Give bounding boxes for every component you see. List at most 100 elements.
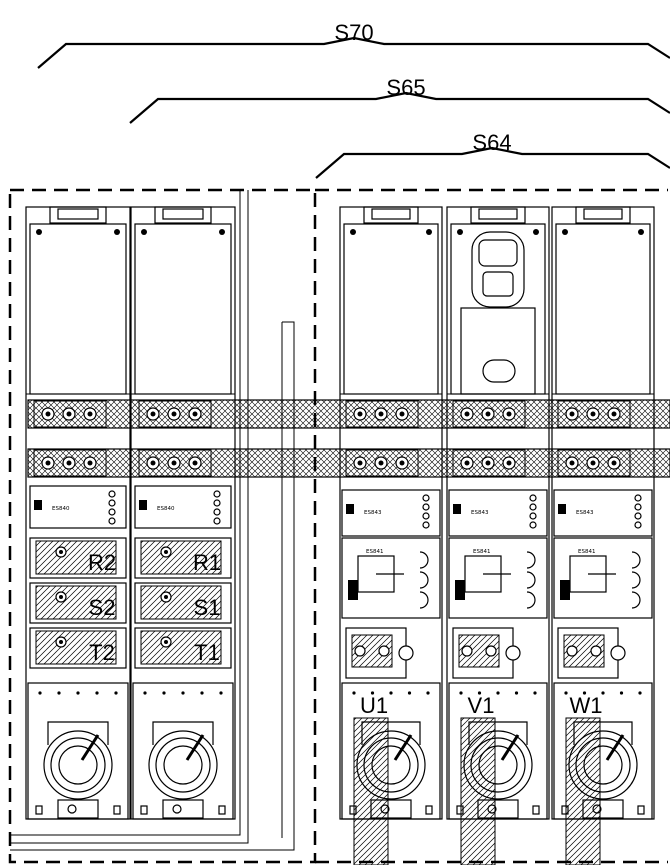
supply-module-1-board-label: ES840 — [157, 506, 175, 512]
inverter-module-1-control-coil-0 — [526, 551, 536, 569]
inverter-module-0-top-board-led-3 — [422, 521, 430, 529]
inverter-module-1-fan-blade — [500, 734, 520, 761]
supply-module-0-fan-blade — [80, 734, 100, 761]
inverter-module-0-top-board-led-0 — [422, 494, 430, 502]
supply-module-1-foot-l — [140, 805, 148, 815]
supply-module-0-foot-l — [35, 805, 43, 815]
inverter-module-2-top-board-led-2 — [634, 512, 642, 520]
busbar-bolt-core-0-0-2 — [87, 411, 93, 417]
supply-module-0-board-label: ES840 — [52, 506, 70, 512]
inverter-module-0-vent-dot-3 — [407, 691, 412, 695]
modules: ES840R2S2T2ES840R1S1T1ES843ES841U1ES843E… — [25, 206, 655, 865]
inverter-module-1-keypad-bay — [460, 307, 536, 395]
inverter-module-1-output-cable — [460, 717, 496, 865]
inverter-module-1-control-label: ES841 — [473, 549, 490, 555]
busbar-bolts — [33, 400, 631, 477]
supply-module-1-fan-hub — [163, 745, 203, 785]
supply-module-0-vent-dot-2 — [76, 691, 80, 695]
supply-module-1-board-connector — [139, 500, 147, 510]
supply-module-1-board — [134, 485, 232, 529]
supply-module-0-terminal-label-s: S2 — [89, 595, 116, 620]
supply-module-1-foot-r — [218, 805, 226, 815]
inverter-module-1-output-bolt-b — [485, 645, 497, 657]
inverter-module-1-foot-r — [532, 805, 540, 815]
inverter-module-2-top-board-led-1 — [634, 503, 642, 511]
inverter-module-2-control-coil-0 — [631, 551, 641, 569]
busbar-bolt-core-0-3-2 — [506, 411, 512, 417]
inverter-module-2-vent-dot-2 — [601, 691, 605, 695]
inverter-module-2-top-tab-slot — [583, 208, 623, 220]
inverter-module-1-vent-dot-0 — [459, 691, 463, 695]
inverter-module-1-output-label: V1 — [468, 693, 495, 718]
inverter-module-2-control-connector — [560, 580, 570, 600]
inverter-module-2-screw-tl — [562, 229, 568, 235]
supply-module-1-terminal-bolt-core-t — [164, 640, 168, 644]
supply-module-0-foot-r — [113, 805, 121, 815]
busbar-bolt-core-1-1-1 — [171, 460, 177, 466]
busbar-bolt-core-0-2-2 — [399, 411, 405, 417]
supply-module-0-vent-dot-3 — [95, 691, 99, 695]
supply-module-0-board-led-2 — [108, 508, 116, 516]
inverter-module-2-vent-dot-0 — [564, 691, 568, 695]
inverter-module-0-screw-tr — [426, 229, 432, 235]
inverter-module-1-control-connector — [455, 580, 465, 600]
inverter-module-2-screw-tr — [638, 229, 644, 235]
inverter-module-1-top-board-connector — [453, 504, 461, 514]
supply-module-1-terminal-bar-s — [140, 585, 222, 620]
supply-module-1-terminal-label-r: R1 — [193, 550, 221, 575]
inverter-module-0-vent-dot-4 — [426, 691, 430, 695]
supply-module-0-terminal-bolt-core-s — [59, 595, 63, 599]
supply-module-0-terminal-label-t: T2 — [89, 640, 115, 665]
supply-module-1-fan-guard — [152, 721, 214, 745]
inverter-module-1-top-board-led-3 — [529, 521, 537, 529]
inverter-module-0-control-coil-1 — [419, 571, 429, 589]
inverter-module-0-output-bolt-b — [378, 645, 390, 657]
inverter-module-2-upper-cover — [555, 223, 651, 395]
inverter-module-2-top-board-label: ES843 — [576, 510, 594, 516]
inverter-module-2-output-cable — [565, 717, 601, 865]
supply-module-1-vent-dot-0 — [143, 691, 147, 695]
supply-module-0-upper-cover — [29, 223, 127, 395]
inverter-module-1-keypad-display — [478, 239, 518, 267]
bracket-label-1: S65 — [386, 75, 425, 100]
inverter-module-0-control-coil-2 — [419, 591, 429, 609]
busbar-bolt-frame-1-4 — [557, 449, 631, 477]
busbar-bolt-core-1-0-1 — [66, 460, 72, 466]
inverter-module-0-output-cable — [353, 717, 389, 865]
busbar-bolt-frame-1-0 — [33, 449, 107, 477]
busbar-bolt-core-1-0-0 — [45, 460, 51, 466]
supply-module-1-terminal-bolt-core-s — [164, 595, 168, 599]
supply-module-0-terminal-bolt-core-r — [59, 550, 63, 554]
supply-module-0-board-led-0 — [108, 490, 116, 498]
supply-module-0-terminal-bar-r — [35, 540, 117, 575]
inverter-module-2-output-ground — [610, 645, 626, 661]
dc-busbars — [27, 399, 670, 478]
busbar-bolt-core-1-3-2 — [506, 460, 512, 466]
supply-module-0-screw-tr — [114, 229, 120, 235]
inverter-module-2-vent-dot-3 — [619, 691, 624, 695]
supply-module-0-fan-panel — [27, 682, 129, 820]
supply-module-0-vent-dot-1 — [57, 691, 61, 695]
inverter-module-0-output-ground — [398, 645, 414, 661]
inverter-module-0-top-board-led-2 — [422, 512, 430, 520]
supply-module-1-fan-panel — [132, 682, 234, 820]
inverter-module-2-vent-dot-4 — [638, 691, 642, 695]
inverter-module-1-top-tab-slot — [478, 208, 518, 220]
bracket-1 — [129, 91, 670, 124]
inverter-module-0-upper-cover — [343, 223, 439, 395]
supply-module-1-fan-blade — [185, 734, 205, 761]
inverter-module-0-control-connector — [348, 580, 358, 600]
busbar-bolt-core-0-1-2 — [192, 411, 198, 417]
supply-module-1-terminal-label-s: S1 — [194, 595, 221, 620]
inverter-module-2-output-bolt-b — [590, 645, 602, 657]
inverter-module-2-control-label: ES841 — [578, 549, 595, 555]
busbar-bolt-core-0-3-1 — [485, 411, 491, 417]
inverter-module-2-control-coil-2 — [631, 591, 641, 609]
inverter-module-0-top-board-led-1 — [422, 503, 430, 511]
supply-module-0-bottom-clamp — [57, 799, 99, 819]
inverter-module-2-foot-r — [637, 805, 645, 815]
inverter-module-0-vent-dot-1 — [370, 691, 375, 695]
inverter-module-2-top-board-connector — [558, 504, 566, 514]
